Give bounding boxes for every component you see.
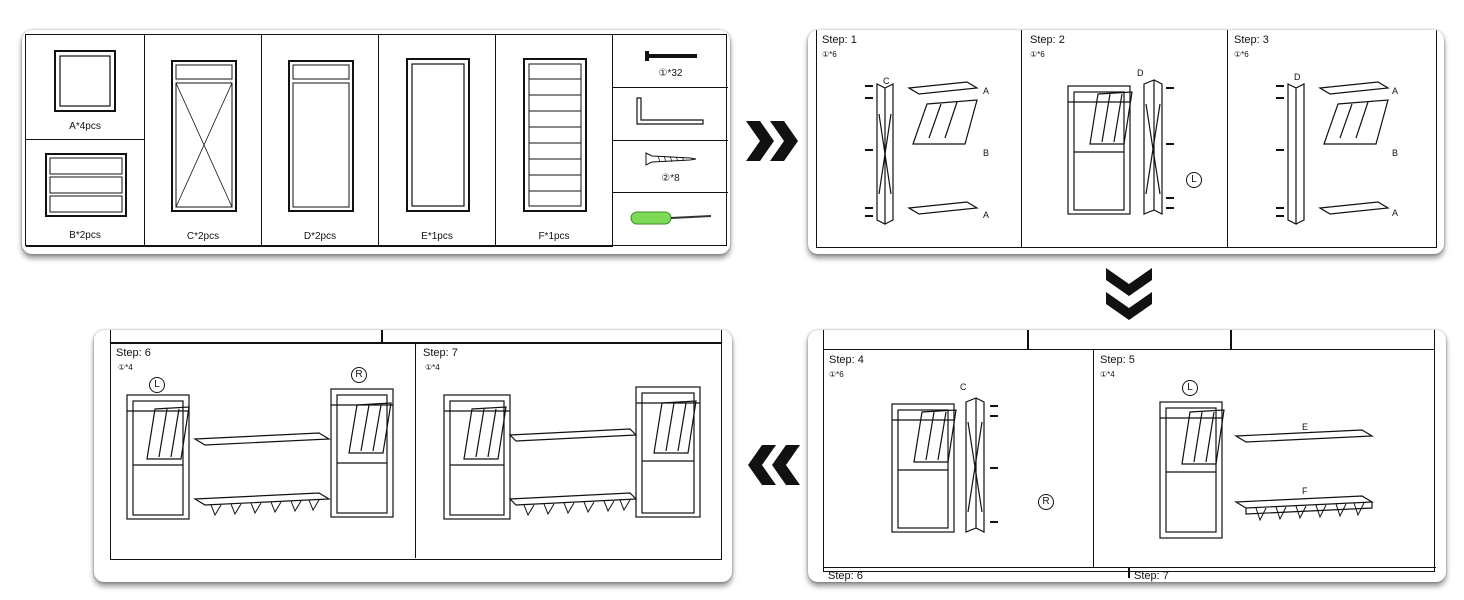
step-2-cell: Step: 2 ①*6 D L — [1022, 30, 1228, 248]
screwdriver-icon — [630, 211, 712, 225]
step-7-title: Step: 7 — [423, 347, 458, 359]
part-d-drawing — [288, 60, 354, 212]
wood-screw-icon — [645, 152, 697, 166]
step-3-cell: Step: 3 ①*6 D A B A — [1228, 30, 1438, 248]
part-b-cell: B*2pcs — [26, 140, 145, 247]
steps-4-5-grid: Step: 4 ①*6 C R Step: 5 ①*4 — [823, 350, 1436, 582]
step-1-cell: Step: 1 ①*6 C A B A — [817, 30, 1022, 248]
step-7-peek-title: Step: 7 — [1134, 570, 1169, 582]
steps-1-3-panel: Step: 1 ①*6 C A B A — [808, 30, 1444, 254]
chevron-right-icon — [746, 121, 798, 161]
step-6-peek-title: Step: 6 — [828, 570, 863, 582]
part-e-drawing — [406, 58, 470, 212]
part-c-cell: C*2pcs — [145, 35, 262, 247]
tag-a-step3-top: A — [1392, 86, 1399, 96]
screw-2-cell: ②*8 — [613, 141, 728, 193]
screwdriver-cell — [613, 193, 728, 247]
step-5-title: Step: 5 — [1100, 354, 1135, 366]
step-2-title: Step: 2 — [1030, 34, 1065, 46]
step-5-qty: ①*4 — [1100, 370, 1115, 379]
left-side-marker-step6: L — [149, 377, 165, 393]
left-side-marker-step5: L — [1182, 380, 1198, 396]
part-d-cell: D*2pcs — [262, 35, 379, 247]
part-c-drawing — [171, 60, 237, 212]
screw-1-label: ①*32 — [658, 68, 683, 79]
step-1-drawing — [865, 81, 979, 225]
tag-b: B — [983, 148, 990, 158]
steps-1-3-grid: Step: 1 ①*6 C A B A — [816, 30, 1437, 248]
bolt-icon — [645, 51, 697, 61]
step-6-drawing — [126, 388, 394, 520]
screw-1-cell: ①*32 — [613, 35, 728, 88]
tag-a-bottom: A — [983, 210, 990, 220]
step-1-title: Step: 1 — [822, 34, 857, 46]
steps-6-7-top-strip — [110, 330, 722, 344]
step-4-drawing — [891, 397, 998, 533]
step-2-drawing — [1067, 79, 1174, 215]
part-f-cell: F*1pcs — [496, 35, 613, 247]
screw-2-label: ②*8 — [661, 173, 680, 184]
part-e-cell: E*1pcs — [379, 35, 496, 247]
allen-key-icon — [636, 97, 704, 125]
step-7-qty: ①*4 — [425, 363, 440, 372]
step-2-qty: ①*6 — [1030, 50, 1045, 59]
step-5-drawing — [1159, 401, 1375, 539]
chevron-left-icon — [748, 445, 800, 485]
tag-c-step4: C — [960, 382, 967, 392]
step-4-cell: Step: 4 ①*6 C R — [824, 350, 1094, 568]
parts-list-panel: A*4pcs B*2pcs C*2pcs — [22, 30, 730, 254]
tag-a-step3-bottom: A — [1392, 208, 1399, 218]
step-4-qty: ①*6 — [829, 370, 844, 379]
step-3-drawing — [1276, 81, 1390, 225]
step-5-cell: Step: 5 ①*4 L E F — [1094, 350, 1436, 568]
step-7-drawing — [443, 386, 701, 520]
tag-a-top: A — [983, 86, 990, 96]
part-a-drawing — [54, 50, 116, 112]
chevron-down-icon — [1106, 268, 1152, 320]
tag-f: F — [1302, 486, 1308, 496]
tag-c: C — [883, 76, 890, 86]
step-1-qty: ①*6 — [822, 50, 837, 59]
part-a-cell: A*4pcs — [26, 35, 145, 140]
steps-6-7-panel: Step: 6 ①*4 L R — [94, 330, 732, 582]
left-side-marker: L — [1186, 172, 1202, 188]
part-e-label: E*1pcs — [421, 231, 453, 242]
right-side-marker: R — [1038, 494, 1054, 510]
parts-grid: A*4pcs B*2pcs C*2pcs — [25, 34, 728, 247]
part-d-label: D*2pcs — [303, 231, 337, 242]
step-6-qty: ①*4 — [118, 363, 133, 372]
step-6-cell: Step: 6 ①*4 L R — [111, 343, 416, 558]
steps-6-7-grid: Step: 6 ①*4 L R — [110, 342, 722, 560]
part-a-label: A*4pcs — [69, 121, 101, 132]
right-side-marker-step6: R — [351, 367, 367, 383]
part-f-label: F*1pcs — [538, 231, 570, 242]
part-c-label: C*2pcs — [186, 231, 220, 242]
tag-d-step3: D — [1294, 72, 1301, 82]
part-b-drawing — [45, 153, 127, 217]
tag-d: D — [1137, 68, 1144, 78]
steps-4-5-panel: Step: 4 ①*6 C R Step: 5 ①*4 — [808, 330, 1446, 582]
part-f-drawing — [523, 58, 587, 212]
tag-b-step3: B — [1392, 148, 1399, 158]
part-b-label: B*2pcs — [69, 230, 101, 241]
step-3-qty: ①*6 — [1234, 50, 1249, 59]
step-4-title: Step: 4 — [829, 354, 864, 366]
tag-e: E — [1302, 422, 1309, 432]
allen-key-cell — [613, 88, 728, 141]
step-7-cell: Step: 7 ①*4 — [416, 343, 723, 558]
steps-4-5-top-strip — [823, 330, 1435, 350]
step-6-title: Step: 6 — [116, 347, 151, 359]
step-3-title: Step: 3 — [1234, 34, 1269, 46]
